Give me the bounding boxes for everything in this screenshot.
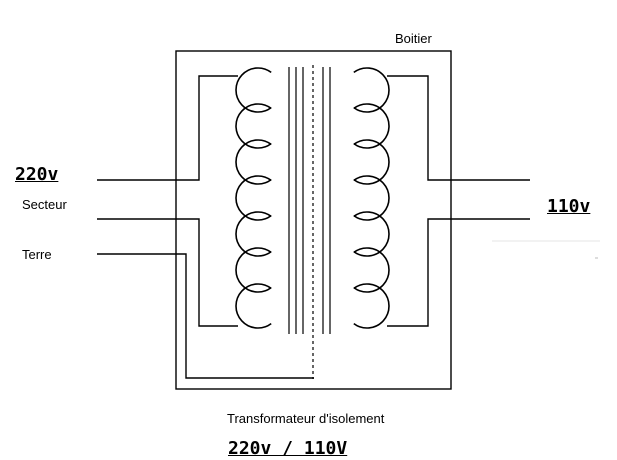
secondary-coil-turn (353, 67, 390, 113)
ground-wire (97, 253, 314, 379)
secondary-coil-turn (353, 211, 390, 257)
primary-coil-turn (235, 139, 272, 185)
ground-label: Terre (22, 247, 52, 262)
secondary-coil-icon (353, 67, 390, 329)
input-voltage-label: 220v (15, 164, 59, 185)
iron-core-icon (288, 67, 331, 334)
primary-coil-turn (235, 283, 272, 329)
enclosure-label: Boitier (395, 31, 432, 46)
secondary-coil-turn (353, 139, 390, 185)
mains-label: Secteur (22, 197, 67, 212)
mains-wire-bottom (97, 218, 238, 327)
primary-coil-turn (235, 211, 272, 257)
primary-coil-icon (235, 67, 272, 329)
secondary-coil-turn (353, 175, 390, 221)
primary-coil-turn (235, 175, 272, 221)
enclosure-box (175, 50, 452, 390)
secondary-wiring (387, 75, 530, 327)
primary-wiring (97, 75, 314, 379)
secondary-coil-turn (353, 247, 390, 293)
primary-coil-turn (235, 247, 272, 293)
secondary-coil-turn (353, 283, 390, 329)
primary-coil-turn (235, 103, 272, 149)
output-voltage-label: 110v (547, 196, 591, 217)
ratio-label: 220v / 110V (228, 438, 348, 459)
output-wire-top (387, 75, 530, 181)
secondary-coil-turn (353, 103, 390, 149)
caption-label: Transformateur d'isolement (227, 411, 385, 426)
mains-wire-top (97, 75, 238, 181)
primary-coil-turn (235, 67, 272, 113)
output-wire-bottom (387, 218, 530, 327)
